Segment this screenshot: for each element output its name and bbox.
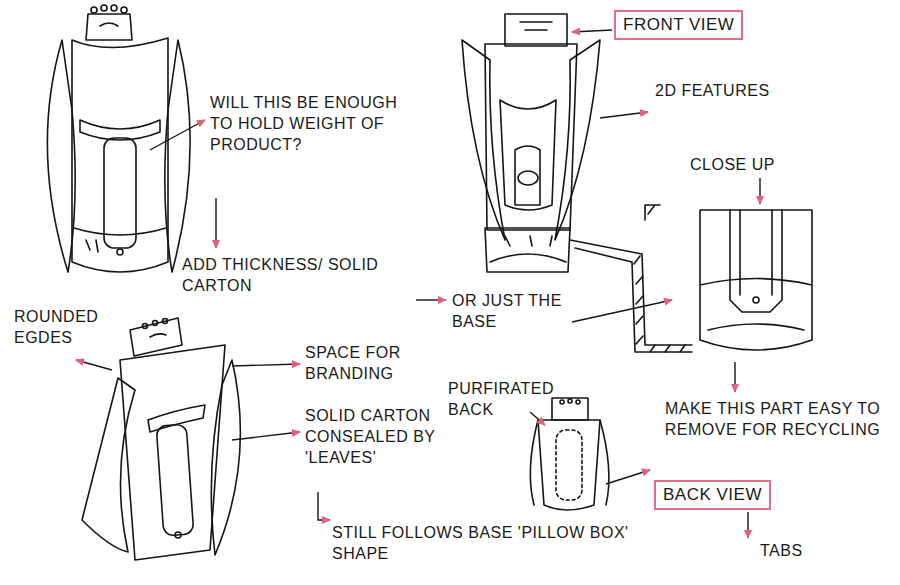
annotation-note: WILL THIS BE ENOUGH TO HOLD WEIGHT OF PR… [210, 92, 410, 155]
annotation-note: PURFIRATED BACK [448, 378, 560, 420]
view-title: BACK VIEW [663, 485, 762, 504]
annotation-note: 2D FEATURES [655, 80, 785, 101]
view-tag: BACK VIEW [654, 480, 771, 510]
annotation-note: ROUNDED EGDES [14, 306, 114, 348]
annotation-note: MAKE THIS PART EASY TO REMOVE FOR RECYCL… [660, 398, 885, 440]
annotation-note: SPACE FOR BRANDING [305, 342, 480, 384]
annotation-note: ADD THICKNESS/ SOLID CARTON [182, 254, 410, 296]
annotation-note: CLOSE UP [690, 154, 810, 175]
view-tag: FRONT VIEW [614, 10, 743, 40]
annotation-note: STILL FOLLOWS BASE 'PILLOW BOX' SHAPE [332, 522, 677, 564]
annotation-note: OR JUST THE BASE [452, 290, 567, 332]
view-title: FRONT VIEW [623, 15, 734, 34]
annotation-note: TABS [760, 540, 840, 561]
